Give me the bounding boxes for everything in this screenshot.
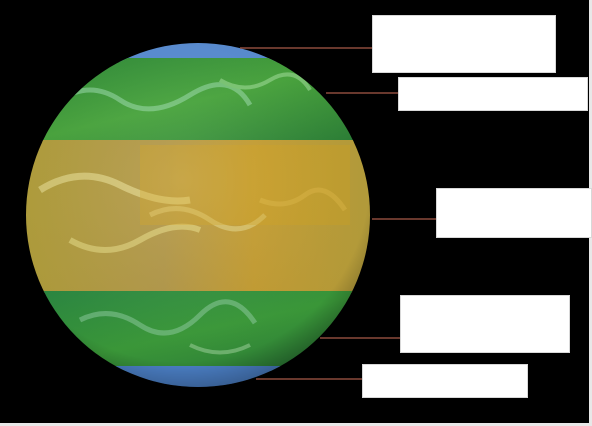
label-box-south-polar[interactable] (362, 364, 528, 398)
label-box-north-temperate[interactable] (398, 77, 588, 111)
label-box-south-temperate[interactable] (400, 295, 570, 353)
label-box-north-polar[interactable] (372, 15, 556, 73)
label-box-tropical[interactable] (436, 188, 592, 238)
